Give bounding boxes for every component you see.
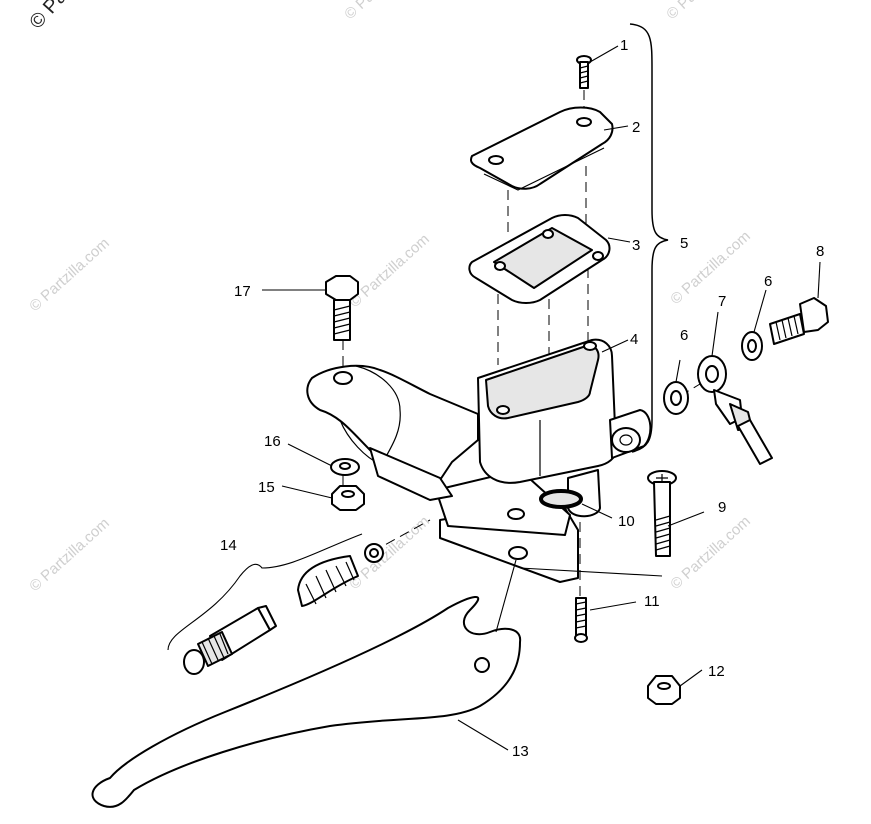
callout-17: 17 xyxy=(234,283,251,300)
callout-13: 13 xyxy=(512,743,529,760)
callout-14: 14 xyxy=(220,537,237,554)
clamp-strap xyxy=(355,365,401,461)
cover-screw-hole xyxy=(576,117,592,127)
callout-8: 8 xyxy=(816,243,824,260)
part-1-cover-screw xyxy=(576,55,592,89)
watermark: © Partzilla.com xyxy=(346,513,432,593)
callout-9: 9 xyxy=(718,499,726,516)
callout-1: 1 xyxy=(620,37,628,54)
clamp-lower-ear xyxy=(369,447,453,501)
watermark: © Partzilla.com xyxy=(26,515,112,595)
diaphragm-hole xyxy=(592,251,604,261)
screw-hole xyxy=(496,405,510,415)
callout-6: 6 xyxy=(764,273,772,290)
cover-edge xyxy=(483,147,605,191)
diaphragm-center xyxy=(493,227,593,289)
copyright-text: © Partzilla.com xyxy=(25,0,132,33)
part-17-clamp-bolt xyxy=(325,275,359,341)
callout-16: 16 xyxy=(264,433,281,450)
bracket-hole-lower xyxy=(508,546,528,560)
part-2-reservoir-cover xyxy=(470,106,614,190)
bracket-hole-upper xyxy=(507,508,525,520)
callout-11: 11 xyxy=(644,593,660,610)
screw-hole xyxy=(583,341,597,351)
part-14-piston-assembly xyxy=(167,533,384,675)
part-7-banjo-fitting xyxy=(697,355,773,465)
cover-screw-hole xyxy=(488,155,504,165)
watermark: © Partzilla.com xyxy=(667,513,753,593)
watermark: © Partzilla.com xyxy=(663,0,749,23)
leader-lines xyxy=(262,45,821,751)
watermark: © Partzilla.com xyxy=(341,0,427,23)
watermark: © Partzilla.com xyxy=(346,231,432,311)
outlet-port-bore xyxy=(619,434,633,446)
part-16-washer xyxy=(330,458,360,476)
diaphragm-hole xyxy=(542,229,554,239)
part-9-pivot-bolt xyxy=(647,470,677,557)
watermark-layer: © Partzilla.com © Partzilla.com © Partzi… xyxy=(26,0,753,595)
callout-4: 4 xyxy=(630,331,638,348)
callout-12: 12 xyxy=(708,663,725,680)
callout-labels: 1 2 3 4 5 6 6 7 8 9 10 11 12 13 14 15 16… xyxy=(220,37,824,760)
callout-7: 7 xyxy=(718,293,726,310)
callout-10: 10 xyxy=(618,513,635,530)
part-12-nut xyxy=(647,675,681,705)
lever-pivot-hole xyxy=(474,657,490,673)
outlet-port xyxy=(611,427,641,453)
callout-3: 3 xyxy=(632,237,640,254)
callout-6: 6 xyxy=(680,327,688,344)
callout-5: 5 xyxy=(680,235,688,252)
watermark: © Partzilla.com xyxy=(26,235,112,315)
part-11-screw xyxy=(574,597,588,643)
part-6-sealing-washer xyxy=(663,381,689,415)
clamp-bolt-hole xyxy=(333,371,353,385)
part-6-sealing-washer xyxy=(741,331,763,361)
diaphragm-hole xyxy=(494,261,506,271)
assembly-5-brace xyxy=(629,23,669,453)
part-13-brake-lever xyxy=(91,595,522,808)
part-8-banjo-bolt xyxy=(769,297,829,345)
part-15-nut xyxy=(331,485,365,511)
part-10-o-ring xyxy=(539,489,583,509)
callout-2: 2 xyxy=(632,119,640,136)
callout-15: 15 xyxy=(258,479,275,496)
